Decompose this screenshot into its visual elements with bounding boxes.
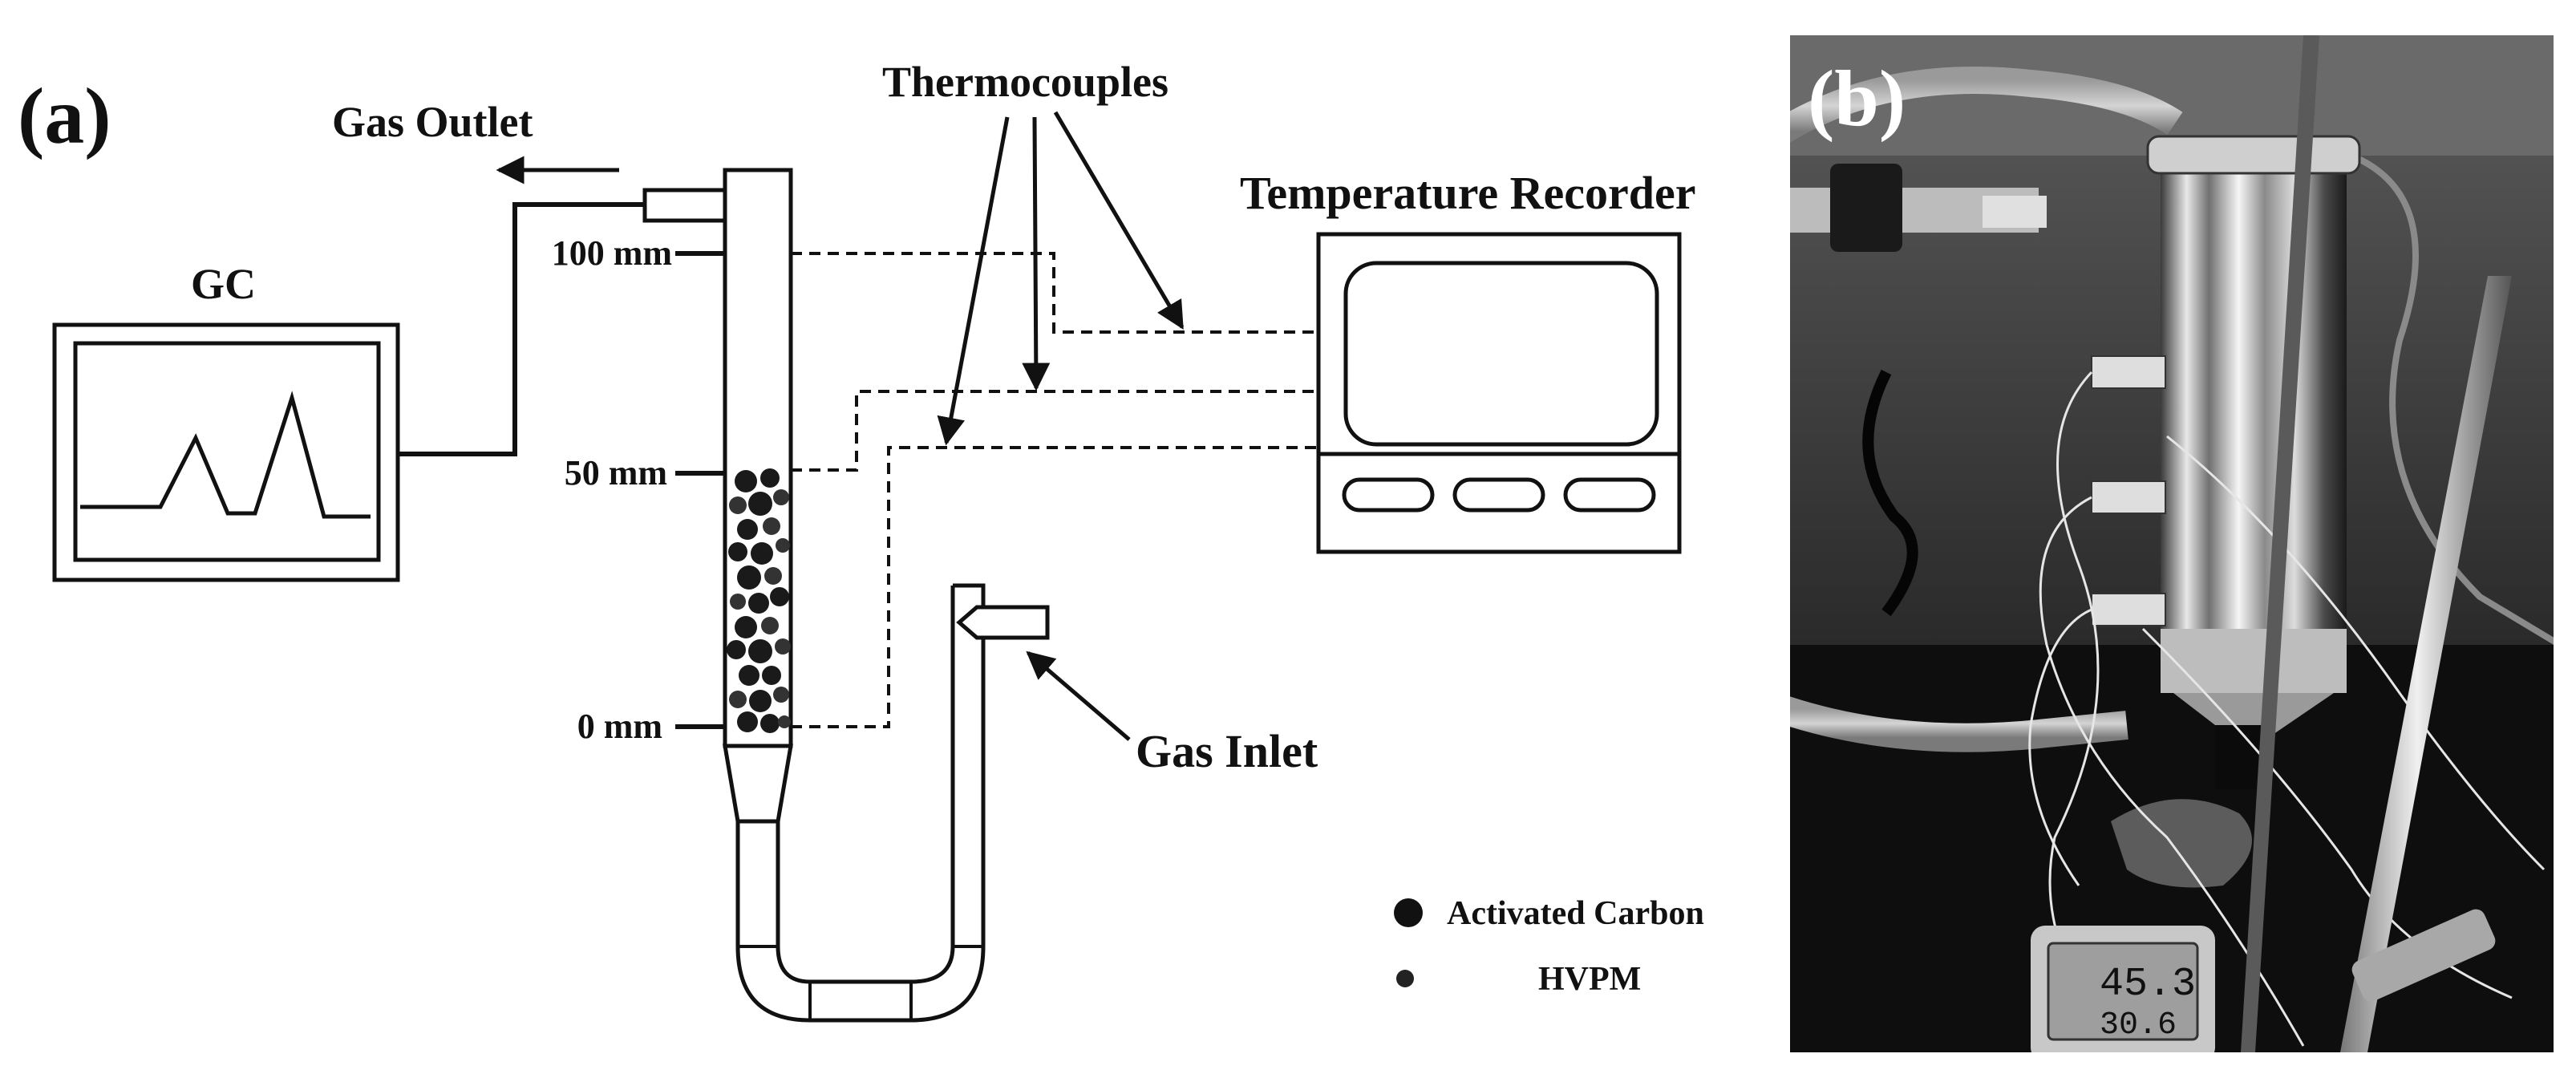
legend-label-activated-carbon: Activated Carbon [1447,895,1704,932]
activated-carbon-particle-5 [737,519,758,540]
gc-outlet-line [398,202,645,456]
recorder-button-1 [1342,477,1435,513]
hvpm-particle-19 [775,638,791,654]
activated-carbon-particle-17 [727,640,746,659]
photo-tube-bottom [1790,696,2128,752]
photo-meter-screen [2047,942,2199,1041]
photo-side-valve [1830,164,1902,252]
activated-carbon-particle-26 [760,714,780,733]
photo-reactor-bottom-band [2161,629,2347,693]
panel-b-label: (b) [1808,54,1906,143]
panel-a-label: (a) [18,71,111,160]
temperature-recorder: Temperature Recorder [1240,167,1696,554]
thermocouple-wire-50mm [791,390,1318,472]
photo-digital-meter: 45.3 30.6 [2031,926,2215,1052]
photo-white-residue [2111,799,2252,888]
thermocouple-arrow-low [937,116,1010,446]
photo-meter-reading-1: 45.3 [2100,962,2196,1007]
photo-reactor-taper [2173,693,2334,741]
scale-label-0mm: 0 mm [577,707,662,746]
legend: Activated Carbon HVPM [1394,895,1704,998]
photo-upper-fitting [1983,196,2047,228]
gas-inlet-label: Gas Inlet [1136,725,1318,777]
activated-carbon-particle-14 [770,587,789,606]
recorder-button-2 [1452,477,1545,513]
recorder-display [1343,261,1659,447]
photo-reactor-cap [2146,135,2361,175]
legend-label-hvpm: HVPM [1538,961,1641,998]
temperature-recorder-label: Temperature Recorder [1240,167,1696,219]
gc-chromatogram-trace [80,391,371,519]
activated-carbon-particle-10 [737,565,761,590]
photo-reactor-body [2161,164,2347,677]
hvpm-particle-22 [729,691,747,708]
photo-black-cable [1862,369,1918,617]
activated-carbon-particle-18 [748,639,772,663]
hvpm-particle-6 [763,517,780,535]
legend-marker-hvpm [1396,970,1414,987]
inlet-u-tube [735,583,1050,1023]
activated-carbon-particle-23 [749,690,772,712]
thermocouple-wires [791,252,1318,728]
recorder-button-3 [1563,477,1656,513]
hvpm-particle-27 [778,715,791,728]
hvpm-particle-16 [761,617,779,634]
gc-instrument: GC [52,260,400,582]
column-funnel [723,744,793,824]
packing-bed [727,468,791,733]
hvpm-particle-4 [773,489,789,505]
gc-label: GC [191,260,256,308]
panel-b-photo: 45.3 30.6 (b) [1790,35,2554,1052]
photo-port-middle [2091,480,2166,514]
activated-carbon-particle-3 [748,492,772,516]
photo-meter-reading-2: 30.6 [2100,1007,2177,1044]
thermocouple-wire-0mm [791,446,1318,728]
thermocouple-arrow-top [1053,111,1185,330]
inlet-nozzle [956,605,1050,640]
activated-carbon-particle-8 [751,542,773,565]
hvpm-particle-12 [730,594,746,610]
activated-carbon-particle-1 [760,468,780,488]
gas-outlet-label: Gas Outlet [332,98,533,146]
gc-screen [73,341,381,562]
photo-support-rod-right [2340,276,2512,1052]
photo-tube-top [1790,67,2183,143]
photo-clamp [2351,909,2496,1002]
recorder-body [1316,232,1682,554]
hvpm-particle-11 [764,567,782,585]
hvpm-particle-9 [776,538,790,553]
activated-carbon-particle-7 [728,542,747,561]
activated-carbon-particle-0 [735,470,757,492]
photo-port-lower [2091,593,2166,626]
activated-carbon-particle-25 [737,711,758,732]
scale-bar: 100 mm 50 mm 0 mm [552,233,725,746]
legend-marker-activated-carbon [1394,898,1423,927]
photo-support-rod-left [2241,35,2319,1052]
thermocouple-wire-100mm [791,252,1318,334]
activated-carbon-particle-20 [739,665,759,686]
u-tube-inner [776,586,955,984]
panel-a: (a) GC Gas Outlet 100 mm 50 mm 0 mm [18,58,1704,1023]
thermocouples-label: Thermocouples [882,58,1169,106]
activated-carbon-particle-21 [762,666,781,685]
activated-carbon-particle-13 [748,593,769,614]
photo-tube-right [2350,152,2554,645]
hvpm-particle-2 [729,496,747,514]
scale-label-50mm: 50 mm [565,453,667,492]
scale-label-100mm: 100 mm [552,233,672,273]
photo-port-upper [2091,355,2166,389]
gas-inlet-arrow [1026,650,1131,741]
gc-outer-box [52,322,400,582]
activated-carbon-particle-15 [735,616,757,638]
hvpm-particle-24 [773,687,789,703]
thermocouple-arrow-mid [1022,116,1051,391]
